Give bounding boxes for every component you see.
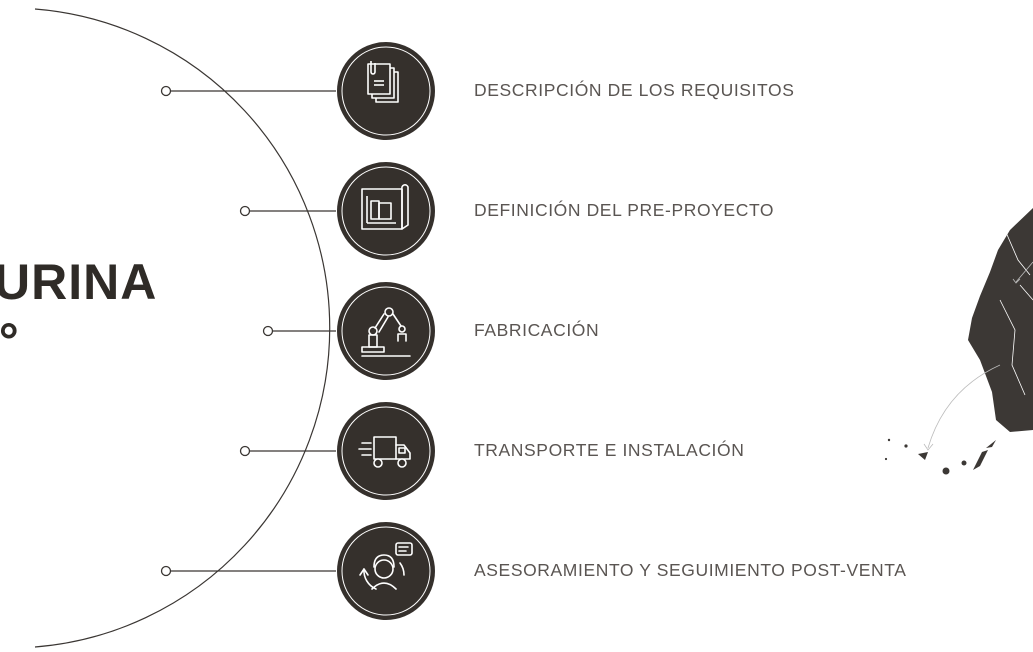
- heading-line-1: URINA: [0, 254, 158, 310]
- timeline-arc: [34, 8, 331, 648]
- step-label-requirements: DESCRIPCIÓN DE LOS REQUISITOS: [474, 80, 795, 100]
- blueprint-icon: [337, 162, 435, 260]
- islands-map: [884, 438, 996, 475]
- connector-2: [239, 205, 336, 217]
- connector-5: [160, 565, 336, 577]
- robot-arm-icon: [337, 282, 435, 380]
- step-label-pre-project: DEFINICIÓN DEL PRE-PROYECTO: [474, 200, 775, 220]
- documents-icon: [337, 42, 435, 140]
- customer-support-icon: [337, 522, 435, 620]
- connector-3: [262, 325, 336, 337]
- connector-1: [160, 85, 336, 97]
- peninsula-map: [923, 208, 1033, 451]
- step-label-transport: TRANSPORTE E INSTALACIÓN: [474, 440, 745, 460]
- connector-4: [239, 445, 336, 457]
- step-label-after-sales: ASESORAMIENTO Y SEGUIMIENTO POST-VENTA: [474, 560, 907, 580]
- heading-line-2: 0°: [0, 313, 20, 369]
- step-label-manufacturing: FABRICACIÓN: [474, 320, 600, 340]
- delivery-truck-icon: [337, 402, 435, 500]
